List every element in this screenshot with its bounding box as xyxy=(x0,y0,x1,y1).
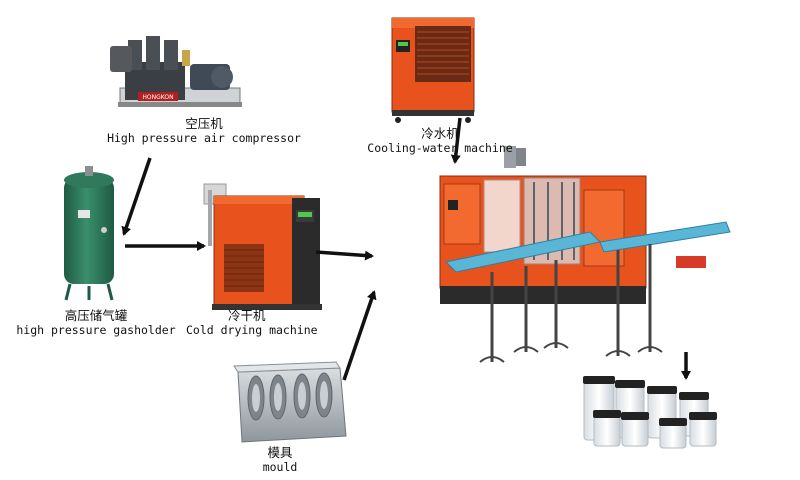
chiller-image xyxy=(391,17,475,123)
dryer-label-zh: 冷干机 xyxy=(228,308,266,323)
mould-image xyxy=(233,361,347,443)
jar xyxy=(659,423,687,449)
arrow-icon xyxy=(121,117,691,381)
plastic-jars-image xyxy=(583,376,717,449)
compressor-label-en: High pressure air compressor xyxy=(107,131,301,145)
gasholder-tank-image xyxy=(64,166,114,301)
jar-lid xyxy=(689,412,717,420)
cold-dryer-image xyxy=(203,183,322,310)
chiller-label-zh: 冷水机 xyxy=(421,126,459,141)
jar-lid xyxy=(679,392,709,400)
compressor-label-zh: 空压机 xyxy=(185,116,223,131)
gasholder-label-zh: 高压储气罐 xyxy=(64,308,128,323)
jar-lid xyxy=(593,410,621,418)
jar-lid xyxy=(615,380,645,388)
jar xyxy=(689,417,717,447)
mould-label-zh: 模具 xyxy=(267,445,293,460)
jar xyxy=(593,415,621,447)
dryer-label-en: Cold drying machine xyxy=(186,323,318,337)
jar-lid xyxy=(583,376,615,384)
gasholder-label-en: high pressure gasholder xyxy=(16,323,176,337)
jar-lid xyxy=(621,412,649,420)
jar-lid xyxy=(659,418,687,426)
mould-label-en: mould xyxy=(262,460,298,474)
blow-moulding-machine-image xyxy=(439,146,731,363)
jar-lid xyxy=(647,386,677,394)
jar xyxy=(621,417,649,447)
air-compressor-image: HONGKON xyxy=(110,36,242,107)
chiller-label-en: Cooling-water machine xyxy=(367,141,513,155)
compressor-brand-text: HONGKON xyxy=(142,94,173,101)
